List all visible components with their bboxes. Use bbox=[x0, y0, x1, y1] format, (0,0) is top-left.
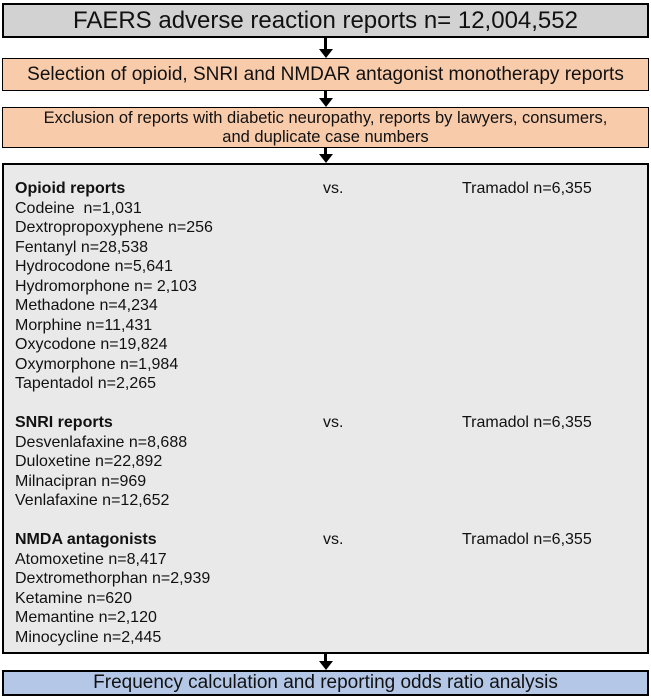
group-header: SNRI reports vs. Tramadol n=6,355 bbox=[15, 413, 635, 433]
group-opioid: Opioid reports vs. Tramadol n=6,355 Code… bbox=[15, 179, 635, 394]
vs-label: vs. bbox=[323, 414, 344, 431]
group-nmda: NMDA antagonists vs. Tramadol n=6,355 At… bbox=[15, 530, 635, 647]
arrow-stem bbox=[324, 91, 327, 98]
down-arrow bbox=[318, 148, 333, 163]
drug-line: Oxycodone n=19,824 bbox=[15, 336, 168, 353]
drug-line: Tapentadol n=2,265 bbox=[15, 375, 157, 392]
drug-line: Hydrocodone n=5,641 bbox=[15, 258, 173, 275]
group-title: SNRI reports bbox=[15, 414, 113, 431]
drug-line: Memantine n=2,120 bbox=[15, 609, 157, 626]
faers-total-box: FAERS adverse reaction reports n= 12,004… bbox=[2, 3, 649, 38]
arrow-head-icon bbox=[318, 98, 333, 107]
arrow-head-icon bbox=[318, 154, 333, 163]
arrow-head-icon bbox=[318, 661, 333, 670]
exclusion-step-box: Exclusion of reports with diabetic neuro… bbox=[2, 107, 649, 148]
drug-line: Methadone n=4,234 bbox=[15, 297, 158, 314]
comparator-label: Tramadol n=6,355 bbox=[462, 414, 592, 431]
down-arrow bbox=[318, 38, 333, 58]
drug-line: Codeine n=1,031 bbox=[15, 199, 142, 217]
group-snri: SNRI reports vs. Tramadol n=6,355 Desven… bbox=[15, 413, 635, 511]
drug-line: Dextromethorphan n=2,939 bbox=[15, 570, 211, 587]
group-header: NMDA antagonists vs. Tramadol n=6,355 bbox=[15, 530, 635, 550]
cohorts-box: Opioid reports vs. Tramadol n=6,355 Code… bbox=[2, 163, 649, 654]
arrow-stem bbox=[324, 38, 327, 49]
drug-line: Duloxetine n=22,892 bbox=[15, 453, 163, 470]
drug-line: Atomoxetine n=8,417 bbox=[15, 550, 167, 568]
drug-line: Hydromorphone n= 2,103 bbox=[15, 277, 197, 295]
drug-line: Minocycline n=2,445 bbox=[15, 628, 162, 646]
arrow-stem bbox=[324, 654, 327, 661]
drug-line: Fentanyl n=28,538 bbox=[15, 238, 148, 256]
arrow-stem bbox=[324, 148, 327, 154]
vs-label: vs. bbox=[323, 180, 344, 197]
analysis-text: Frequency calculation and reporting odds… bbox=[93, 672, 558, 693]
exclusion-step-text: Exclusion of reports with diabetic neuro… bbox=[43, 108, 608, 146]
faers-total-text: FAERS adverse reaction reports n= 12,004… bbox=[73, 6, 578, 34]
drug-line: Desvenlafaxine n=8,688 bbox=[15, 433, 188, 451]
group-header: Opioid reports vs. Tramadol n=6,355 bbox=[15, 179, 635, 199]
group-title: Opioid reports bbox=[15, 180, 126, 197]
comparator-label: Tramadol n=6,355 bbox=[462, 531, 592, 548]
arrow-head-icon bbox=[318, 49, 333, 58]
drug-line: Venlafaxine n=12,652 bbox=[15, 492, 170, 509]
down-arrow bbox=[318, 654, 333, 670]
comparator-label: Tramadol n=6,355 bbox=[462, 180, 592, 197]
group-title: NMDA antagonists bbox=[15, 531, 157, 548]
drug-line: Morphine n=11,431 bbox=[15, 316, 153, 334]
drug-line: Milnacipran n=969 bbox=[15, 472, 147, 490]
vs-label: vs. bbox=[323, 531, 344, 548]
analysis-box: Frequency calculation and reporting odds… bbox=[2, 670, 649, 696]
drug-line: Oxymorphone n=1,984 bbox=[15, 355, 179, 373]
selection-step-box: Selection of opioid, SNRI and NMDAR anta… bbox=[2, 58, 649, 91]
down-arrow bbox=[318, 91, 333, 107]
drug-line: Ketamine n=620 bbox=[15, 589, 132, 607]
selection-step-text: Selection of opioid, SNRI and NMDAR anta… bbox=[27, 63, 624, 85]
drug-line: Dextropropoxyphene n=256 bbox=[15, 219, 213, 236]
